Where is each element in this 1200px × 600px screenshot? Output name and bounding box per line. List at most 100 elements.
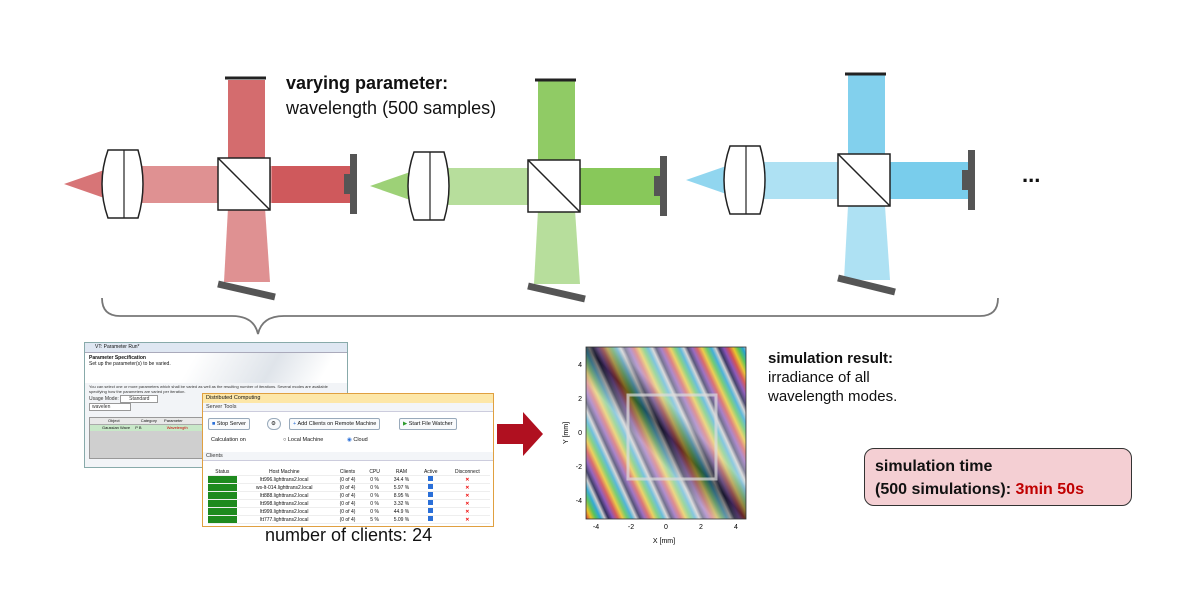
- cpu-cell: 0 %: [363, 491, 387, 500]
- active-checkbox[interactable]: [416, 515, 445, 524]
- clients-cell: (0 of 4): [331, 515, 364, 524]
- column-header: Status: [208, 468, 237, 476]
- settings-icon[interactable]: ⚙: [267, 418, 281, 430]
- y-tick-label: -4: [576, 498, 582, 505]
- status-indicator: [208, 475, 237, 484]
- plot-y-label: Y [mm]: [563, 422, 570, 444]
- ellipsis: ...: [1022, 162, 1041, 187]
- col-object: Object: [108, 418, 120, 423]
- result-title: simulation result:: [768, 350, 894, 367]
- beam-vertical-up: [228, 80, 265, 160]
- red-arrow-icon: [497, 412, 543, 456]
- col-category: Category: [140, 418, 157, 423]
- clients-cell: (0 of 4): [331, 499, 364, 508]
- plot-x-label: X [mm]: [653, 538, 675, 545]
- column-header: Disconnect: [444, 468, 490, 476]
- usage-select[interactable]: Standard: [120, 395, 159, 403]
- status-indicator: [208, 491, 237, 500]
- y-tick-label: 0: [578, 430, 582, 437]
- active-checkbox[interactable]: [416, 483, 445, 492]
- window-title: VT: Parameter Run*: [85, 343, 347, 353]
- result-line1: irradiance of all: [768, 369, 870, 386]
- description: You can select one or more parameters wh…: [89, 384, 328, 394]
- disconnect-icon[interactable]: ✕: [444, 491, 490, 500]
- interferometer-diagram: [64, 72, 999, 335]
- status-indicator: [208, 507, 237, 516]
- cpu-cell: 0 %: [363, 507, 387, 516]
- table-row[interactable]: ltt777.lighttrans2.local(0 of 4)5 %5.09 …: [208, 515, 490, 524]
- cloud-radio[interactable]: ◉ Cloud: [347, 437, 368, 443]
- simtime-prefix: (500 simulations):: [875, 481, 1016, 498]
- disconnect-icon[interactable]: ✕: [444, 507, 490, 516]
- clients-section-label: Clients: [203, 452, 493, 461]
- status-indicator: [208, 483, 237, 492]
- play-icon: ▶: [403, 421, 408, 427]
- result-line2: wavelength modes.: [768, 388, 898, 405]
- col-parameter: Parameter: [164, 418, 183, 423]
- column-header: Host Machine: [236, 468, 332, 476]
- x-tick-label: -2: [628, 524, 634, 531]
- active-checkbox[interactable]: [416, 475, 445, 484]
- beam-horizontal-ref: [272, 166, 352, 203]
- column-header: Clients: [331, 468, 364, 476]
- calc-on-label: Calculation on: [211, 437, 246, 443]
- parameter-title: varying parameter:: [286, 73, 449, 93]
- simtime-line1: simulation time: [875, 458, 993, 475]
- setup-green: [370, 78, 667, 303]
- table-row[interactable]: ltt996.lighttrans2.local(0 of 4)0 %34.4 …: [208, 475, 490, 484]
- server-tools-label: Server Tools: [203, 403, 493, 412]
- disconnect-icon[interactable]: ✕: [444, 499, 490, 508]
- add-clients-button[interactable]: + Add Clients on Remote Machine: [289, 418, 381, 430]
- status-indicator: [208, 515, 237, 524]
- ram-cell: 44.9 %: [386, 507, 417, 516]
- x-tick-label: 0: [664, 524, 668, 531]
- start-file-watcher-button[interactable]: ▶ Start File Watcher: [399, 418, 457, 430]
- section-subtitle: Set up the parameter(s) to be varied.: [89, 361, 171, 367]
- grid-row[interactable]: Gaussian Wave P B Wavelength: [90, 425, 208, 431]
- cpu-cell: 5 %: [363, 515, 387, 524]
- active-checkbox[interactable]: [416, 491, 445, 500]
- disconnect-icon[interactable]: ✕: [444, 475, 490, 484]
- local-machine-radio[interactable]: ○ Local Machine: [283, 437, 324, 443]
- disconnect-icon[interactable]: ✕: [444, 515, 490, 524]
- clients-cell: (0 of 4): [331, 483, 364, 492]
- clients-count-label: number of clients: 24: [265, 525, 433, 545]
- table-row[interactable]: ltt888.lighttrans2.local(0 of 4)0 %8.95 …: [208, 491, 490, 500]
- table-row[interactable]: ltt999.lighttrans2.local(0 of 4)0 %44.9 …: [208, 507, 490, 516]
- active-checkbox[interactable]: [416, 499, 445, 508]
- usage-label: Usage Mode:: [89, 396, 119, 402]
- ram-cell: 34.4 %: [386, 475, 417, 484]
- mirror-right: [344, 154, 357, 214]
- host-cell: ltt888.lighttrans2.local: [236, 491, 332, 500]
- column-header: Active: [416, 468, 445, 476]
- cpu-cell: 0 %: [363, 499, 387, 508]
- lens: [101, 149, 144, 219]
- plus-icon: +: [293, 421, 297, 427]
- curly-brace: [101, 297, 999, 335]
- ram-cell: 5.97 %: [386, 483, 417, 492]
- disconnect-icon[interactable]: ✕: [444, 483, 490, 492]
- ram-cell: 5.09 %: [386, 515, 417, 524]
- table-row[interactable]: ltt998.lighttrans2.local(0 of 4)0 %3.32 …: [208, 499, 490, 508]
- y-tick-label: 2: [578, 396, 582, 403]
- stop-server-button[interactable]: ■ Stop Server: [208, 418, 250, 430]
- window-title: Distributed Computing: [203, 394, 493, 403]
- table-row[interactable]: ws-lt-014.lighttrans2.local(0 of 4)0 %5.…: [208, 483, 490, 492]
- host-cell: ltt777.lighttrans2.local: [236, 515, 332, 524]
- column-header: RAM: [386, 468, 417, 476]
- beam-vertical-down: [224, 208, 270, 282]
- distributed-computing-window: Distributed Computing Server Tools ■ Sto…: [202, 393, 494, 527]
- x-tick-label: -4: [593, 524, 599, 531]
- mirror-bottom: [217, 280, 276, 301]
- section-title: Parameter Specification: [89, 355, 146, 361]
- active-checkbox[interactable]: [416, 507, 445, 516]
- setup-blue: [686, 72, 975, 296]
- beam-input-cone: [64, 168, 110, 200]
- cpu-cell: 0 %: [363, 483, 387, 492]
- filter-input[interactable]: wavelen: [89, 403, 132, 411]
- simtime-value: 3min 50s: [1015, 481, 1084, 498]
- simulation-time-box: simulation time (500 simulations): 3min …: [864, 448, 1132, 506]
- column-header: CPU: [363, 468, 387, 476]
